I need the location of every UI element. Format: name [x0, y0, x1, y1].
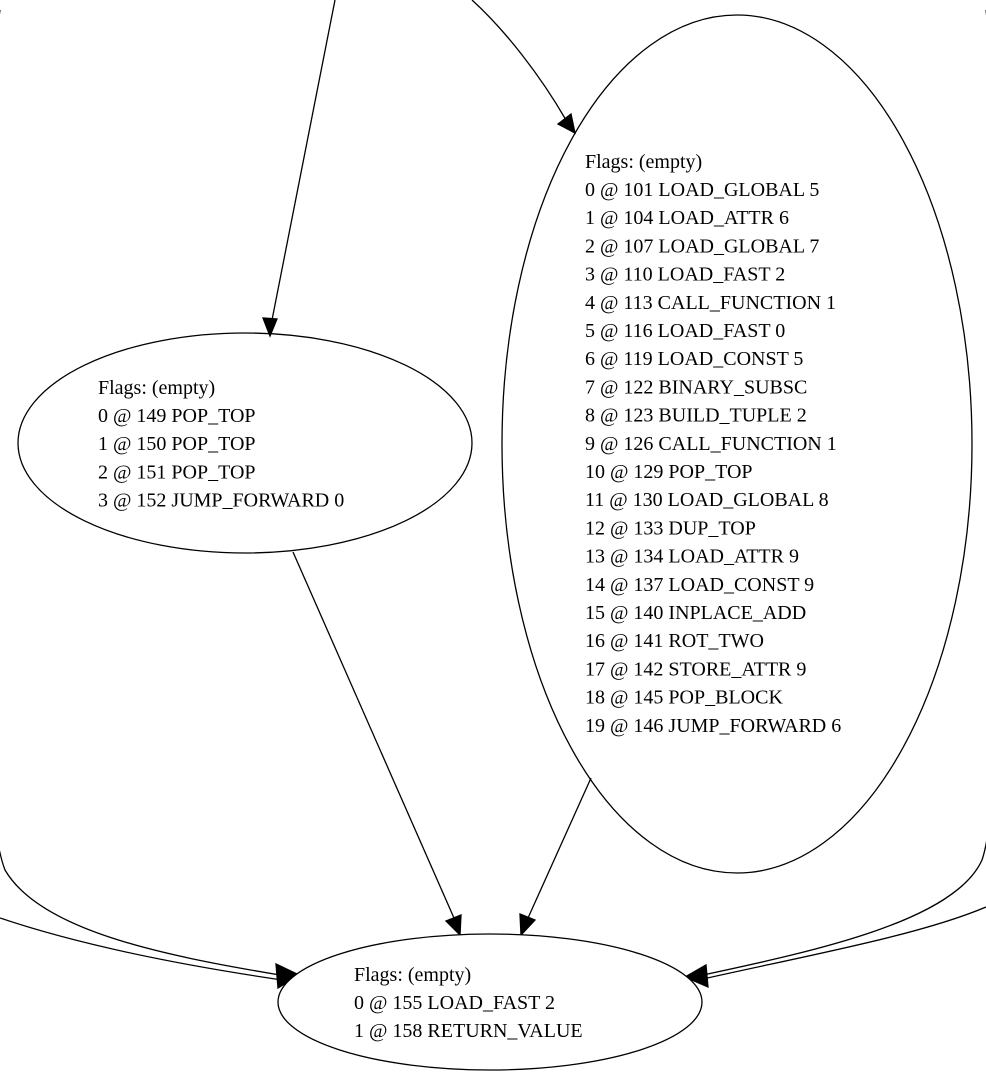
edge-block-149-to-block-155: [292, 551, 455, 919]
node-block-149-lines: 0 @ 149 POP_TOP 1 @ 150 POP_TOP 2 @ 151 PO…: [98, 405, 344, 512]
edge-block-101-to-block-155: [527, 777, 592, 919]
edge-right-inner-to-block-155: [702, 906, 986, 980]
instruction-line: 9 @ 126 CALL_FUNCTION 1: [585, 433, 837, 455]
instruction-line: 0 @ 101 LOAD_GLOBAL 5: [585, 179, 819, 201]
instruction-line: 1 @ 104 LOAD_ATTR 6: [585, 207, 789, 229]
instruction-line: 2 @ 107 LOAD_GLOBAL 7: [585, 235, 819, 257]
node-block-101-shape: [501, 14, 973, 874]
edge-left-inner-to-block-155: [0, 917, 283, 981]
instruction-line: 12 @ 133 DUP_TOP: [585, 517, 756, 539]
instruction-line: 6 @ 119 LOAD_CONST 5: [585, 348, 803, 370]
instruction-line: 3 @ 110 LOAD_FAST 2: [585, 264, 785, 286]
edge-left-outer-to-block-155: [0, 10, 281, 976]
instruction-line: 2 @ 151 POP_TOP: [98, 461, 256, 483]
instruction-line: 8 @ 123 BUILD_TUPLE 2: [585, 405, 807, 427]
instruction-line: 15 @ 140 INPLACE_ADD: [585, 602, 806, 624]
instruction-line: 11 @ 130 LOAD_GLOBAL 8: [585, 489, 829, 511]
edges: [0, 0, 986, 990]
edge-right-outer-to-block-155: [702, 10, 986, 976]
node-block-155-lines: 0 @ 155 LOAD_FAST 2 1 @ 158 RETURN_VALUE: [354, 992, 583, 1042]
instruction-line: 14 @ 137 LOAD_CONST 9: [585, 574, 814, 596]
node-block-149[interactable]: Flags: (empty) 0 @ 149 POP_TOP 1 @ 150 PO…: [17, 332, 473, 554]
instruction-line: 19 @ 146 JUMP_FORWARD 6: [585, 715, 841, 737]
arrowhead-block-101: [556, 112, 576, 135]
node-block-149-flags: Flags: (empty): [98, 377, 215, 399]
edge-top-to-block-101: [471, 0, 567, 121]
instruction-line: 10 @ 129 POP_TOP: [585, 461, 753, 483]
node-block-149-shape: [17, 332, 473, 554]
arrowhead-101-155: [519, 913, 537, 937]
instruction-line: 3 @ 152 JUMP_FORWARD 0: [98, 490, 344, 512]
node-block-155-shape: [277, 933, 703, 1071]
node-block-101[interactable]: Flags: (empty) 0 @ 101 LOAD_GLOBAL 5 1 @ …: [501, 14, 973, 874]
arrowhead-right-155: [683, 963, 709, 989]
node-block-155[interactable]: Flags: (empty) 0 @ 155 LOAD_FAST 2 1 @ 15…: [277, 933, 703, 1071]
node-block-155-flags: Flags: (empty): [354, 964, 471, 986]
instruction-line: 4 @ 113 CALL_FUNCTION 1: [585, 292, 836, 314]
node-block-101-lines: 0 @ 101 LOAD_GLOBAL 5 1 @ 104 LOAD_ATTR 6…: [585, 179, 841, 737]
arrowhead-block-149: [262, 317, 278, 338]
edge-top-to-block-149: [271, 0, 336, 321]
node-block-101-flags: Flags: (empty): [585, 151, 702, 173]
instruction-line: 0 @ 149 POP_TOP: [98, 405, 256, 427]
instruction-line: 18 @ 145 POP_BLOCK: [585, 687, 783, 709]
instruction-line: 0 @ 155 LOAD_FAST 2: [354, 992, 555, 1014]
arrowhead-149-155: [444, 914, 462, 937]
instruction-line: 13 @ 134 LOAD_ATTR 9: [585, 546, 799, 568]
instruction-line: 17 @ 142 STORE_ATTR 9: [585, 658, 806, 680]
instruction-line: 16 @ 141 ROT_TWO: [585, 630, 764, 652]
instruction-line: 7 @ 122 BINARY_SUBSC: [585, 376, 807, 398]
instruction-line: 5 @ 116 LOAD_FAST 0: [585, 320, 785, 342]
instruction-line: 1 @ 158 RETURN_VALUE: [354, 1020, 583, 1042]
instruction-line: 1 @ 150 POP_TOP: [98, 433, 256, 455]
